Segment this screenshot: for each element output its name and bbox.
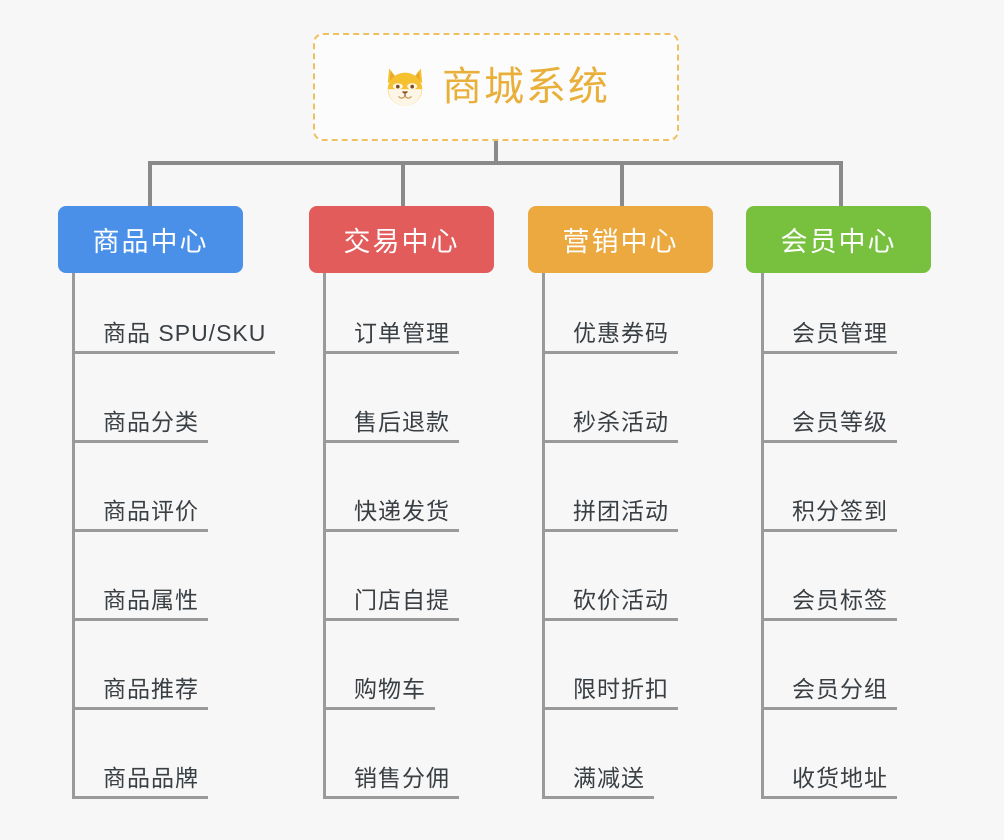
- connector-drop-2: [401, 161, 405, 207]
- connector-bus-bar: [148, 161, 843, 165]
- leaf-item-label: 会员管理: [792, 320, 888, 346]
- leaf-item-underline: [323, 529, 459, 532]
- leaf-item-underline: [542, 351, 678, 354]
- leaf-item-underline: [542, 618, 678, 621]
- leaf-item-underline: [72, 796, 208, 799]
- leaf-item-label: 门店自提: [354, 587, 450, 613]
- connector-drop-3: [620, 161, 624, 207]
- leaf-item-label: 商品推荐: [103, 676, 199, 702]
- leaf-item-underline: [761, 707, 897, 710]
- leaf-item-underline: [323, 707, 435, 710]
- leaf-item-label: 购物车: [354, 676, 426, 702]
- category-title-1: 商品中心: [92, 227, 209, 257]
- leaf-item-underline: [761, 440, 897, 443]
- connector-root-stem: [494, 141, 498, 165]
- root-title: 商城系统: [442, 65, 610, 109]
- category-box-4[interactable]: 会员中心: [746, 206, 931, 273]
- leaf-item-underline: [323, 796, 459, 799]
- category-box-2[interactable]: 交易中心: [309, 206, 494, 273]
- leaf-item-label: 拼团活动: [573, 498, 669, 524]
- leaf-item-underline: [72, 618, 208, 621]
- leaf-spine: [323, 273, 326, 799]
- leaf-item-label: 商品评价: [103, 498, 199, 524]
- leaf-spine: [542, 273, 545, 799]
- leaf-item-underline: [761, 529, 897, 532]
- leaf-item-label: 商品品牌: [103, 765, 199, 791]
- leaf-item-underline: [542, 440, 678, 443]
- leaf-item-label: 会员分组: [792, 676, 888, 702]
- leaf-spine: [72, 273, 75, 799]
- leaf-item-label: 满减送: [573, 765, 645, 791]
- leaf-item-label: 收货地址: [792, 765, 888, 791]
- leaf-item-label: 商品分类: [103, 409, 199, 435]
- category-title-4: 会员中心: [780, 227, 897, 257]
- leaf-item-label: 销售分佣: [354, 765, 450, 791]
- category-box-1[interactable]: 商品中心: [58, 206, 243, 273]
- leaf-item-underline: [323, 351, 459, 354]
- leaf-item-label: 积分签到: [792, 498, 888, 524]
- leaf-item-label: 会员等级: [792, 409, 888, 435]
- leaf-item-underline: [323, 618, 459, 621]
- leaf-spine: [761, 273, 764, 799]
- leaf-item-underline: [542, 796, 654, 799]
- leaf-item-underline: [72, 529, 208, 532]
- leaf-item-label: 商品属性: [103, 587, 199, 613]
- connector-drop-1: [148, 161, 152, 207]
- leaf-item-label: 售后退款: [354, 409, 450, 435]
- leaf-item-underline: [761, 351, 897, 354]
- leaf-item-underline: [761, 796, 897, 799]
- leaf-item-underline: [761, 618, 897, 621]
- leaf-item-label: 订单管理: [354, 320, 450, 346]
- category-title-3: 营销中心: [562, 227, 679, 257]
- root-node[interactable]: 商城系统: [313, 33, 679, 141]
- category-title-2: 交易中心: [343, 227, 460, 257]
- leaf-item-label: 秒杀活动: [573, 409, 669, 435]
- leaf-item-label: 优惠券码: [573, 320, 669, 346]
- leaf-item-label: 快递发货: [354, 498, 450, 524]
- connector-drop-4: [839, 161, 843, 207]
- shiba-dog-face-icon: [382, 64, 428, 110]
- leaf-item-underline: [72, 351, 275, 354]
- leaf-item-underline: [72, 707, 208, 710]
- category-box-3[interactable]: 营销中心: [528, 206, 713, 273]
- leaf-item-underline: [542, 707, 678, 710]
- leaf-item-underline: [72, 440, 208, 443]
- leaf-item-label: 会员标签: [792, 587, 888, 613]
- leaf-item-label: 砍价活动: [573, 587, 669, 613]
- leaf-item-underline: [323, 440, 459, 443]
- leaf-item-underline: [542, 529, 678, 532]
- leaf-item-label: 限时折扣: [573, 676, 669, 702]
- leaf-item-label: 商品 SPU/SKU: [103, 320, 267, 346]
